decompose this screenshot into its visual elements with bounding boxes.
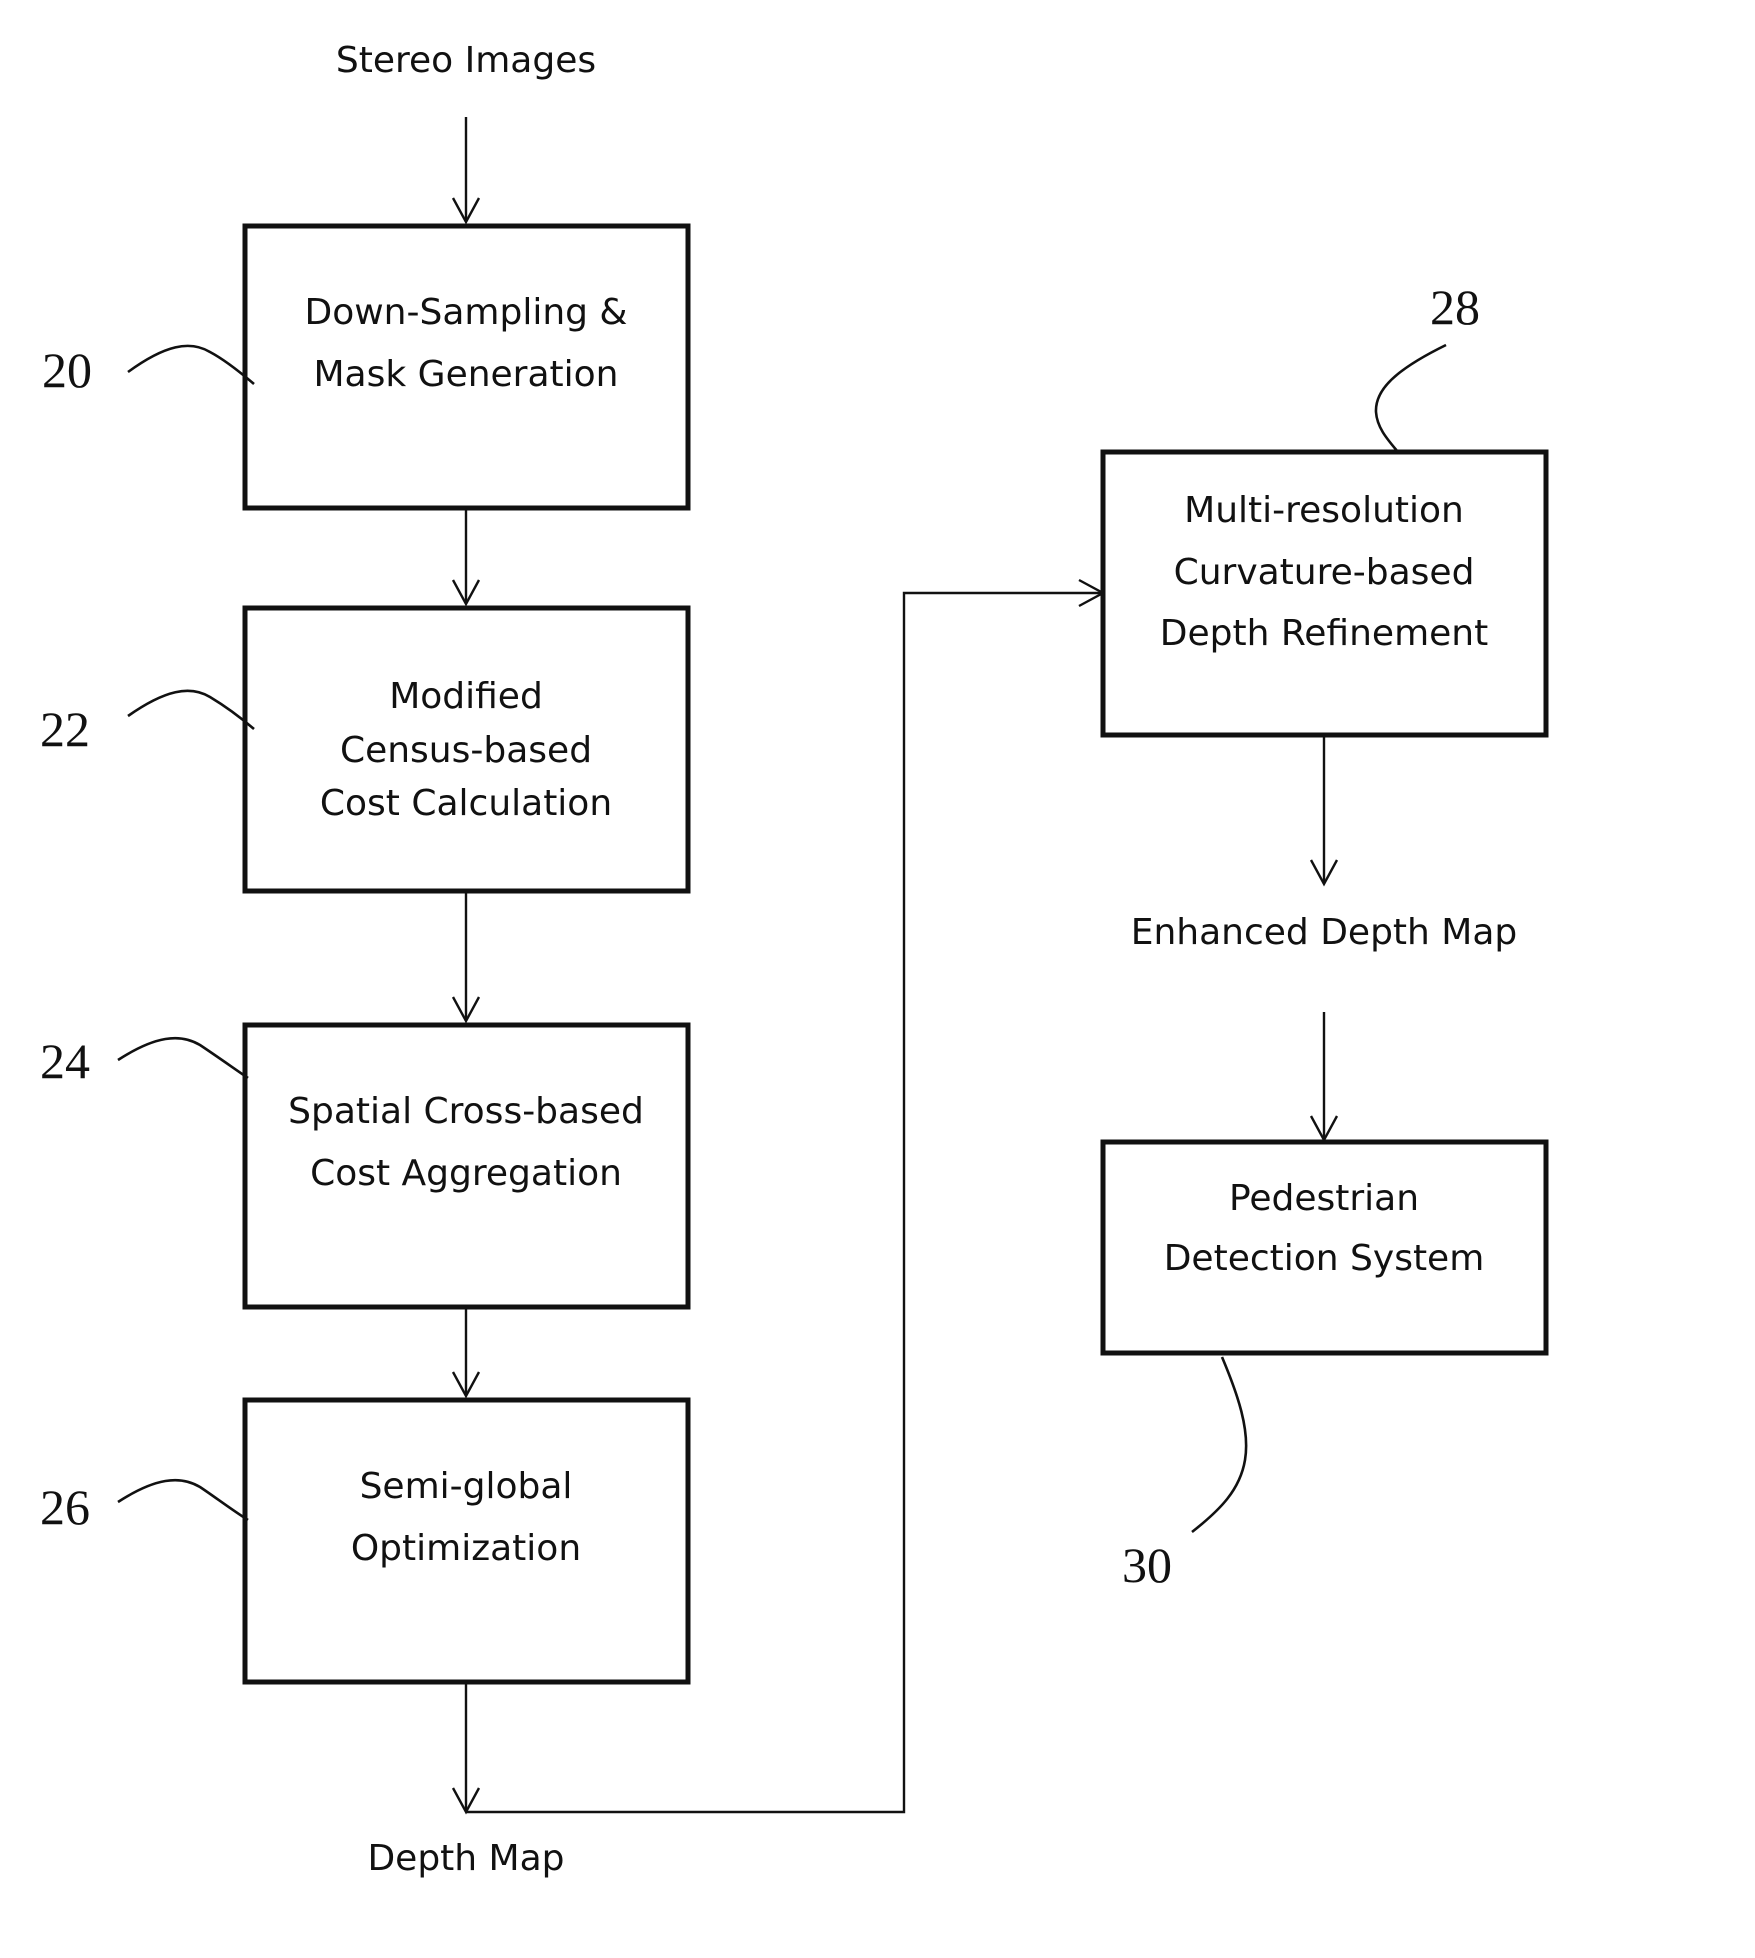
aggregation-line-2: Cost Aggregation (310, 1153, 622, 1194)
refinement-line-3: Depth Refinement (1160, 613, 1488, 654)
enhanced-depth-map-label: Enhanced Depth Map (1131, 912, 1518, 953)
ref-26: 26 (40, 1479, 90, 1535)
ref-26-leader (118, 1480, 248, 1520)
arrow-input-to-downsampling (453, 117, 479, 222)
arrow-downsampling-to-census (453, 508, 479, 604)
ref-28: 28 (1430, 279, 1480, 335)
ref-22: 22 (40, 701, 90, 757)
census-line-3: Cost Calculation (320, 783, 612, 824)
downsampling-line-2: Mask Generation (314, 354, 619, 395)
pedestrian-line-1: Pedestrian (1229, 1178, 1419, 1219)
arrow-aggregation-to-semiglobal (453, 1307, 479, 1396)
semiglobal-box: Semi-global Optimization (245, 1400, 688, 1682)
downsampling-box: Down-Sampling & Mask Generation (245, 226, 688, 508)
ref-30: 30 (1122, 1537, 1172, 1593)
arrow-enhanced-to-pedestrian (1311, 1012, 1337, 1140)
aggregation-line-1: Spatial Cross-based (288, 1091, 644, 1132)
refinement-line-1: Multi-resolution (1184, 490, 1464, 531)
census-line-1: Modified (389, 676, 543, 717)
census-line-2: Census-based (340, 730, 592, 771)
ref-24: 24 (40, 1033, 90, 1089)
aggregation-box: Spatial Cross-based Cost Aggregation (245, 1025, 688, 1307)
pedestrian-line-2: Detection System (1164, 1238, 1485, 1279)
arrow-census-to-aggregation (453, 891, 479, 1021)
ref-20-leader (128, 346, 254, 384)
census-box: Modified Census-based Cost Calculation (245, 608, 688, 891)
ref-20: 20 (42, 342, 92, 398)
semiglobal-line-2: Optimization (351, 1528, 581, 1569)
ref-30-leader (1192, 1357, 1246, 1532)
downsampling-line-1: Down-Sampling & (304, 292, 627, 333)
refinement-line-2: Curvature-based (1174, 552, 1475, 593)
arrow-semiglobal-to-depth-map (453, 1682, 479, 1812)
ref-24-leader (118, 1038, 248, 1078)
refinement-box: Multi-resolution Curvature-based Depth R… (1103, 452, 1546, 735)
pedestrian-box: Pedestrian Detection System (1103, 1142, 1546, 1353)
semiglobal-line-1: Semi-global (360, 1466, 573, 1507)
input-label: Stereo Images (336, 40, 596, 81)
ref-22-leader (128, 691, 254, 729)
ref-28-leader (1376, 345, 1446, 452)
depth-map-label: Depth Map (367, 1838, 564, 1879)
arrow-refinement-to-enhanced (1311, 735, 1337, 884)
